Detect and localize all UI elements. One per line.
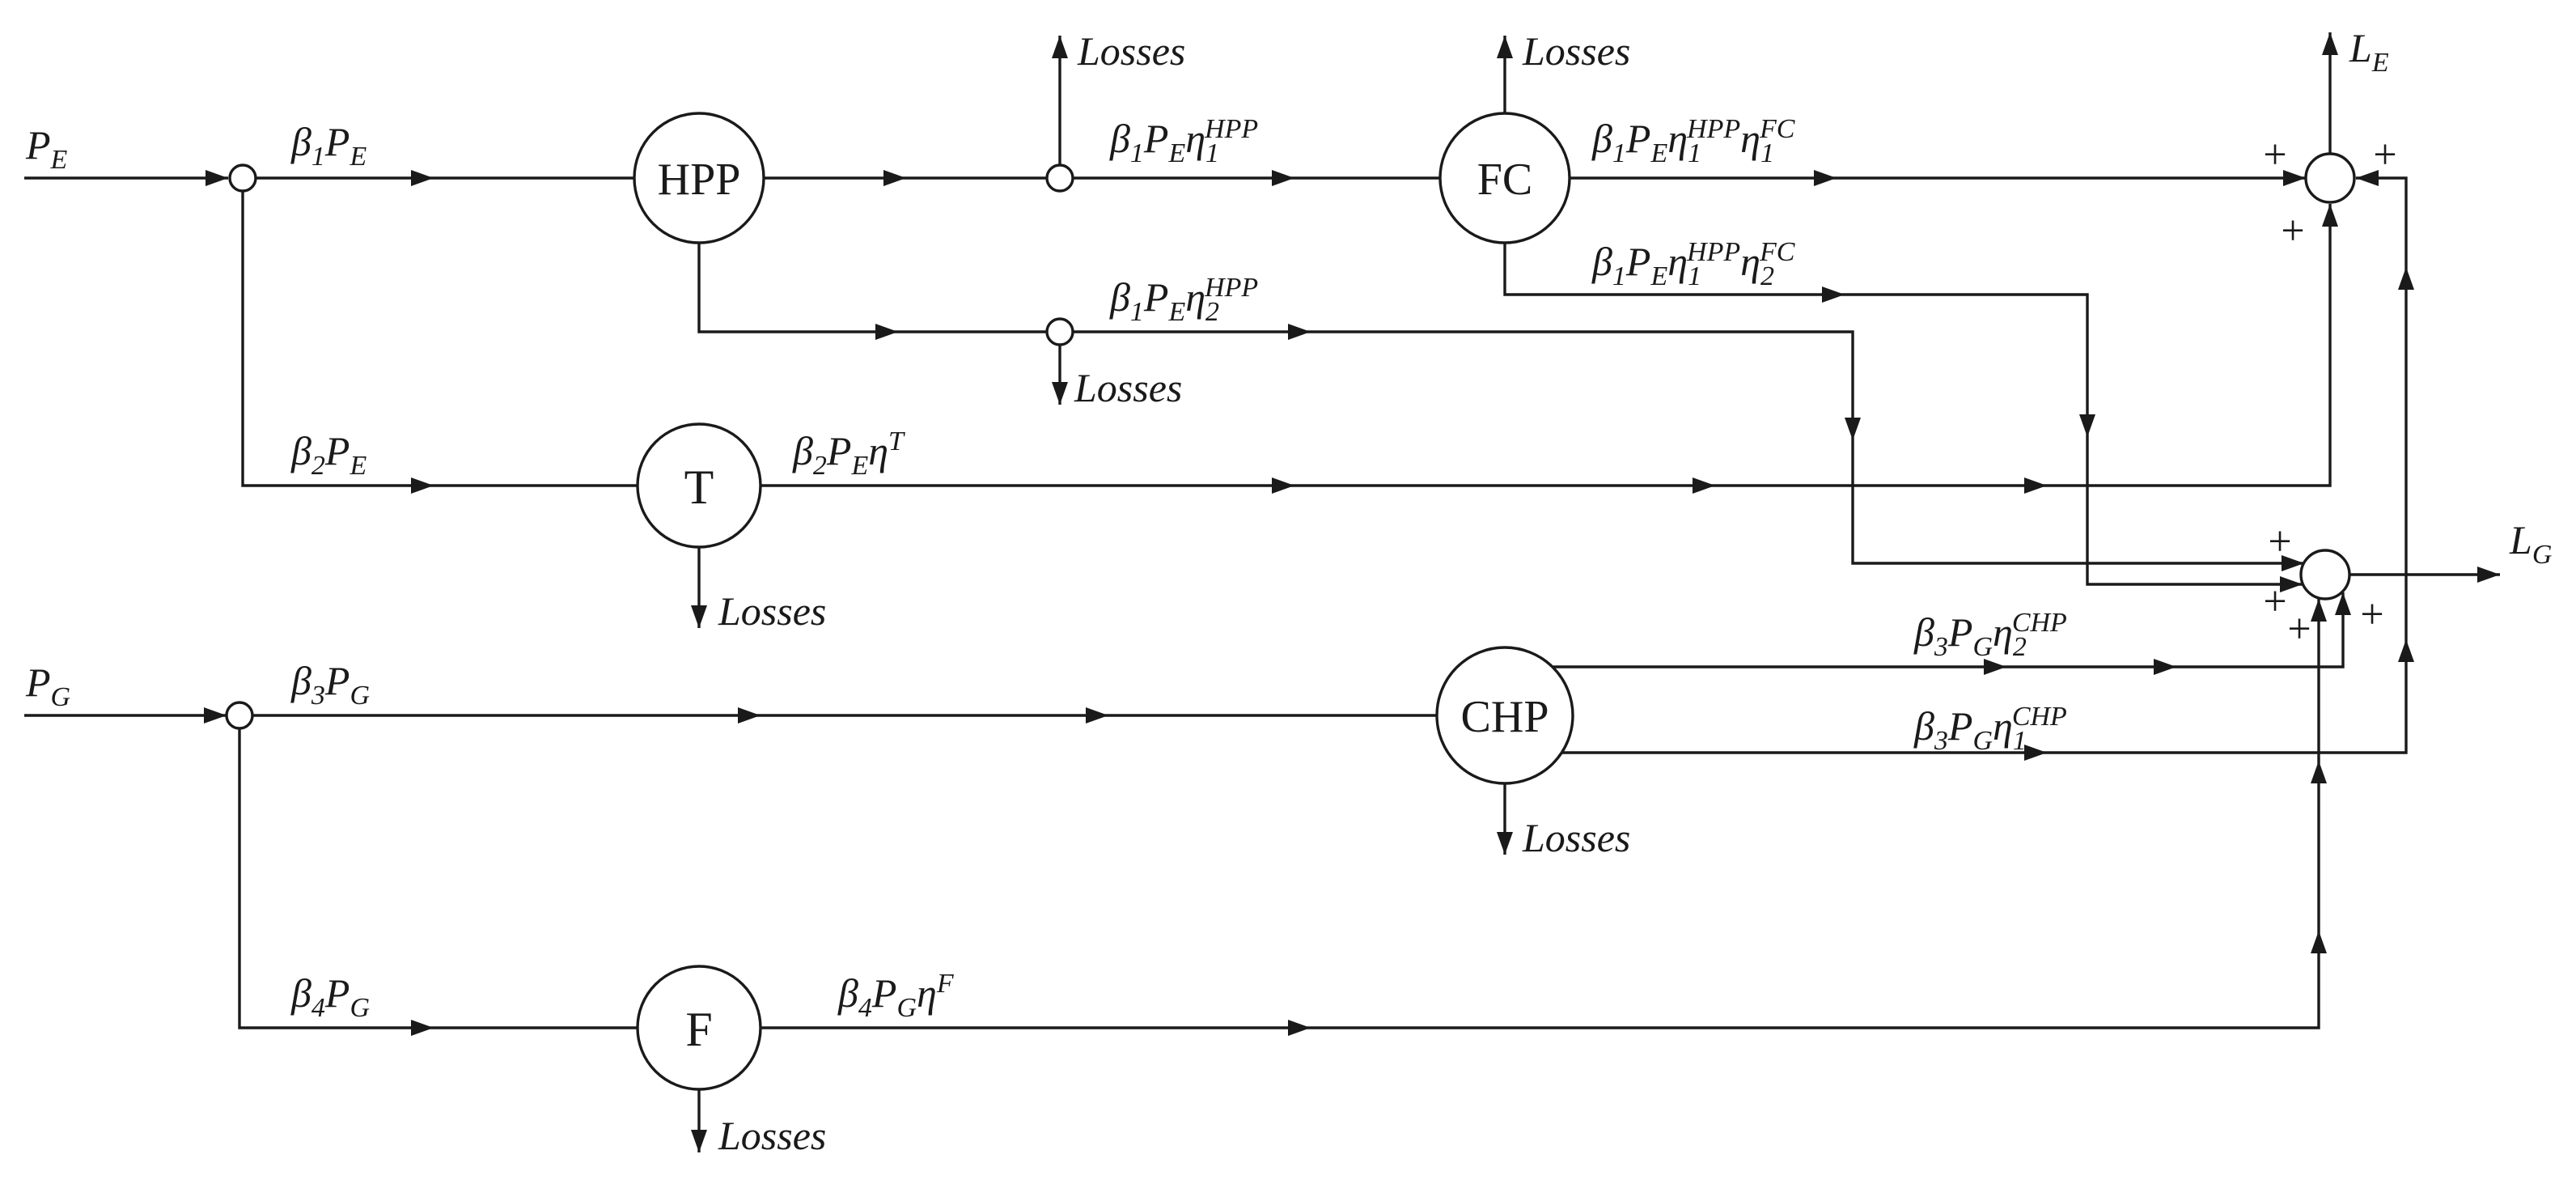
label-fc-out2: β1PEη1HPPη2FC	[1591, 237, 1795, 291]
wires	[24, 32, 2500, 1152]
label-chp-out1: β3PGη1CHP	[1913, 702, 2067, 756]
block-fc	[1438, 112, 1571, 244]
plus-sign: +	[2287, 606, 2311, 652]
arrowhead-icon	[2398, 267, 2414, 290]
arrowhead-icon	[1814, 170, 1837, 186]
plus-sign: +	[2360, 592, 2383, 638]
sum-node-le	[2304, 152, 2356, 204]
split-node-pe	[228, 163, 257, 193]
block-chp	[1435, 646, 1574, 785]
block-hpp	[633, 112, 765, 244]
arrowhead-icon	[411, 477, 434, 494]
plus-sign: +	[2263, 132, 2286, 178]
labels: HPP FC T CHP F PE β1PE β1PEη1HPP β1PEη1H…	[25, 25, 2552, 1158]
arrowhead-icon	[883, 170, 906, 186]
nodes	[225, 112, 2356, 1091]
arrowhead-icon	[411, 1020, 434, 1036]
sum-plus-signs: + + + + + + +	[2263, 132, 2396, 652]
arrowheads	[204, 32, 2500, 1152]
arrowhead-icon	[1822, 286, 1845, 303]
label-beta1-pe: β1PE	[290, 119, 366, 172]
arrowhead-icon	[691, 1130, 707, 1152]
arrowhead-icon	[2311, 761, 2327, 783]
sum-node-lg	[2299, 549, 2351, 600]
arrowhead-icon	[204, 707, 227, 724]
label-fc-out1: β1PEη1HPPη1FC	[1591, 114, 1795, 168]
label-losses-t: Losses	[718, 588, 826, 634]
arrowhead-icon	[2154, 659, 2176, 675]
block-furnace	[636, 965, 762, 1091]
arrowhead-icon	[411, 170, 434, 186]
arrowhead-icon	[1288, 1020, 1311, 1036]
arrowhead-icon	[1052, 36, 1068, 58]
wire-f-out-to-sum-g	[761, 599, 2320, 1029]
wire-t-out-to-sum-e	[761, 204, 2332, 487]
block-transformer	[636, 422, 762, 549]
arrowhead-icon	[1497, 36, 1513, 58]
arrowhead-icon	[1052, 382, 1068, 405]
label-beta2-pe: β2PE	[290, 428, 366, 481]
arrowhead-icon	[2322, 204, 2338, 227]
block-label-f: F	[685, 1003, 712, 1056]
plus-sign: +	[2263, 579, 2286, 625]
arrowhead-icon	[2024, 477, 2047, 494]
arrowhead-icon	[1288, 324, 1311, 340]
block-label-fc: FC	[1477, 155, 1533, 205]
plus-sign: +	[2268, 519, 2291, 565]
wire-hpp-out2-to-sum-g	[1073, 330, 2304, 565]
arrowhead-icon	[1086, 707, 1108, 724]
block-label-hpp: HPP	[658, 155, 741, 205]
arrowhead-icon	[205, 170, 228, 186]
arrowhead-icon	[738, 707, 761, 724]
split-node-hpp-out2	[1045, 317, 1074, 346]
wire-chp-out1-to-sum-e	[1561, 176, 2408, 754]
label-chp-out2: β3PGη2CHP	[1913, 608, 2067, 662]
wire-beta4-pg-to-f	[238, 728, 638, 1029]
wire-fc-out2-to-sum-g	[1503, 243, 2303, 586]
arrowhead-icon	[1272, 477, 1294, 494]
arrowhead-icon	[2322, 32, 2338, 55]
arrowhead-icon	[1272, 170, 1294, 186]
plus-sign: +	[2373, 132, 2396, 178]
plus-sign: +	[2281, 208, 2304, 254]
label-pe: PE	[25, 122, 68, 175]
wire-chp-out2-to-sum-g	[1552, 592, 2345, 668]
label-beta4-pg: β4PG	[290, 970, 370, 1023]
block-label-chp: CHP	[1461, 692, 1549, 742]
arrowhead-icon	[1497, 832, 1513, 855]
arrowhead-icon	[1845, 418, 1861, 440]
label-pg: PG	[25, 660, 70, 712]
arrowhead-icon	[2079, 414, 2095, 437]
arrowhead-icon	[1693, 477, 1715, 494]
arrowhead-icon	[2311, 599, 2327, 622]
label-hpp-out1: β1PEη1HPP	[1109, 114, 1258, 168]
arrowhead-icon	[691, 605, 707, 628]
arrowhead-icon	[2311, 931, 2327, 953]
label-le: LE	[2349, 25, 2389, 78]
split-node-hpp-out1	[1045, 163, 1074, 193]
arrowhead-icon	[2477, 567, 2500, 583]
label-losses-chp: Losses	[1522, 815, 1630, 860]
label-t-out: β2PEηT	[792, 427, 905, 481]
label-hpp-out2: β1PEη2HPP	[1109, 273, 1258, 327]
wire-beta2-pe-to-t	[241, 191, 638, 487]
label-losses-hpp-split: Losses	[1077, 28, 1185, 74]
arrowhead-icon	[875, 324, 898, 340]
wire-hpp-out2-to-split	[697, 243, 1047, 333]
label-losses-f: Losses	[718, 1113, 826, 1158]
block-label-t: T	[684, 460, 714, 514]
arrowhead-icon	[2024, 745, 2047, 761]
arrowhead-icon	[2398, 639, 2414, 662]
label-f-out: β4PGηF	[837, 969, 955, 1023]
split-node-pg	[225, 701, 254, 730]
label-lg: LG	[2509, 517, 2552, 570]
label-losses-hpp2-split: Losses	[1074, 365, 1182, 410]
label-beta3-pg: β3PG	[290, 658, 370, 711]
label-losses-fc: Losses	[1522, 28, 1630, 74]
